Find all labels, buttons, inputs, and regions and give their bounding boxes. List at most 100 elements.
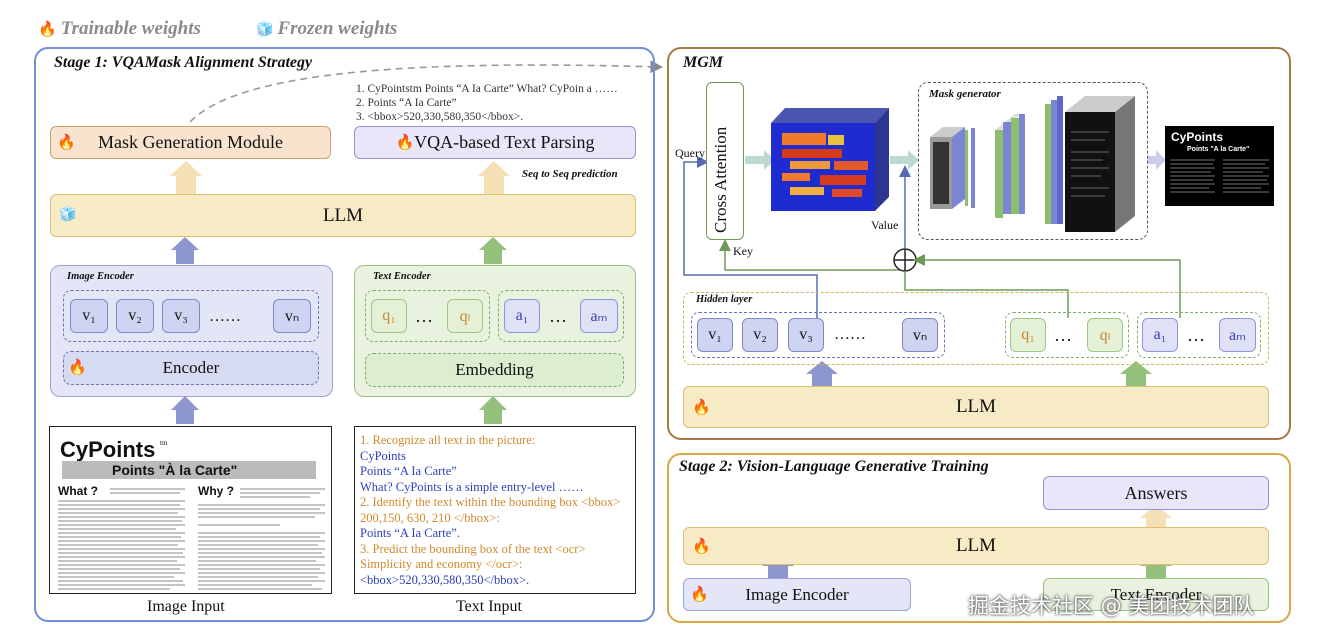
image-input-label: Image Input [147,598,225,615]
query-label: Query [675,146,705,160]
output-logo: CyPoints [1171,130,1224,144]
hidden-visual-group [691,312,945,358]
doc-heading: Points "À la Carte" [112,462,238,478]
mask-generation-module: 🔥 Mask Generation Module [50,126,331,159]
doc-text-lines [58,488,325,590]
output-text: 1. CyPointstm Points “A Ia Carte” What? … [356,82,618,124]
stage2-text-encoder: Text Encoder [1043,578,1269,611]
stage2-image-encoder: 🔥 Image Encoder [683,578,911,611]
mgm-llm-block: 🔥 LLM [683,386,1269,428]
stage2-llm-block: 🔥 LLM [683,527,1269,565]
ellipsis: … [549,306,567,326]
text-input-line: Points “A Ia Carte”. [360,526,460,540]
output-line: 1. CyPointstm Points “A Ia Carte” What? … [356,83,618,95]
text-input-line: Points “A Ia Carte” [360,464,457,478]
answer-token: a₁ [1142,318,1178,352]
stage2-panel [667,453,1291,623]
visual-token: v₃ [162,299,200,333]
mgm-panel [667,47,1291,440]
fire-icon: 🔥 [38,22,57,38]
visual-token: v₂ [742,318,778,352]
stage1-panel [34,47,655,622]
answer-token: aₘ [580,299,618,333]
text-encoder: Text Encoder q₁ … qₗ a₁ … aₘ Embedding [354,265,636,397]
hidden-answer-group [1137,312,1261,358]
text-input-label: Text Input [456,598,522,615]
fire-icon: 🔥 [57,135,76,151]
fire-icon: 🔥 [692,400,711,416]
legend-frozen: 🧊 Frozen weights [256,18,398,39]
hidden-question-group [1005,312,1129,358]
doc-logo: CyPoints [60,437,156,462]
fire-icon: 🔥 [395,135,415,151]
cross-attention-label: Cross Attention [711,126,730,233]
arrow-up [170,161,510,424]
image-encoder: Image Encoder v₁ v₂ v₃ …… vₙ 🔥 Encoder [50,265,333,397]
doc-col1-title: What ? [58,484,98,498]
mask-generator-label: Mask generator [929,88,1001,100]
feature-map-cube [771,108,889,211]
answer-token: aₘ [1219,318,1256,352]
embedding: Embedding [365,353,624,387]
cross-attention-block: Cross Attention [706,82,744,240]
legend-trainable: 🔥 Trainable weights [38,18,201,39]
ellipsis: …… [209,308,241,325]
question-token: qₗ [1087,318,1123,352]
doc-tm: tm [160,439,168,447]
visual-token: vₙ [902,318,938,352]
vqa-text-parsing: 🔥 VQA-based Text Parsing [354,126,636,159]
fire-icon: 🔥 [690,587,709,603]
value-label: Value [871,218,899,232]
stage1-title: Stage 1: VQAMask Alignment Strategy [54,54,313,71]
ellipsis: … [415,306,433,326]
visual-token: v₁ [697,318,733,352]
answers-box: Answers [1043,476,1269,510]
visual-token-group [63,290,319,342]
visual-token: v₁ [70,299,108,333]
question-token: qₗ [447,299,483,333]
output-lines [1170,159,1269,193]
encoder: 🔥 Encoder [63,351,319,385]
mgm-title: MGM [683,54,724,71]
text-input-line: 1. Recognize all text in the picture: [360,433,536,447]
seq-to-seq-label: Seq to Seq prediction [522,168,618,180]
text-input-document: 1. Recognize all text in the picture: Cy… [354,426,636,594]
doc-col2-title: Why ? [198,484,234,498]
answer-token: a₁ [504,299,540,333]
fire-icon: 🔥 [68,360,87,376]
text-input-line: 3. Predict the bounding box of the text … [360,541,586,556]
output-line: 3. <bbox>520,330,580,350</bbox>. [356,111,524,123]
answer-token-group [498,290,624,342]
question-token: q₁ [1010,318,1046,352]
ellipsis: …… [834,326,866,343]
mask-generator: Mask generator [918,82,1148,240]
doc-banner [62,461,316,479]
text-input-line: 2. Identify the text within the bounding… [360,495,621,509]
fire-icon: 🔥 [692,539,711,555]
question-token-group [365,290,490,342]
image-encoder-title: Image Encoder [67,271,134,282]
stage2-title: Stage 2: Vision-Language Generative Trai… [679,458,989,475]
visual-token: vₙ [273,299,311,333]
ellipsis: … [1054,325,1072,345]
hidden-layer: Hidden layer [683,292,1269,365]
cnn-layers [930,96,1135,232]
watermark: 掘金技术社区 @ 美团技术团队 [968,594,1255,618]
question-token: q₁ [371,299,407,333]
text-input-line: What? CyPoints is a simple entry-level …… [360,479,584,494]
image-input-document: CyPoints tm Points "À la Carte" What ? W… [49,426,332,594]
ice-cube-icon: 🧊 [59,208,77,223]
text-input-line: Simplicity and economy </ocr>: [360,557,523,571]
text-input-line: 200,150, 630, 210 </bbox>: [360,510,500,525]
text-input-line: CyPoints [360,448,406,463]
output-heading: Points "A la Carte" [1187,146,1250,153]
output-line: 2. Points “A Ia Carte” [356,97,457,109]
hidden-layer-label: Hidden layer [696,294,753,305]
ice-cube-icon: 🧊 [256,23,274,38]
visual-token: v₂ [116,299,154,333]
llm-block: 🧊 LLM [50,194,636,237]
text-encoder-title: Text Encoder [373,271,431,282]
visual-token: v₃ [788,318,824,352]
key-label: Key [733,244,753,258]
